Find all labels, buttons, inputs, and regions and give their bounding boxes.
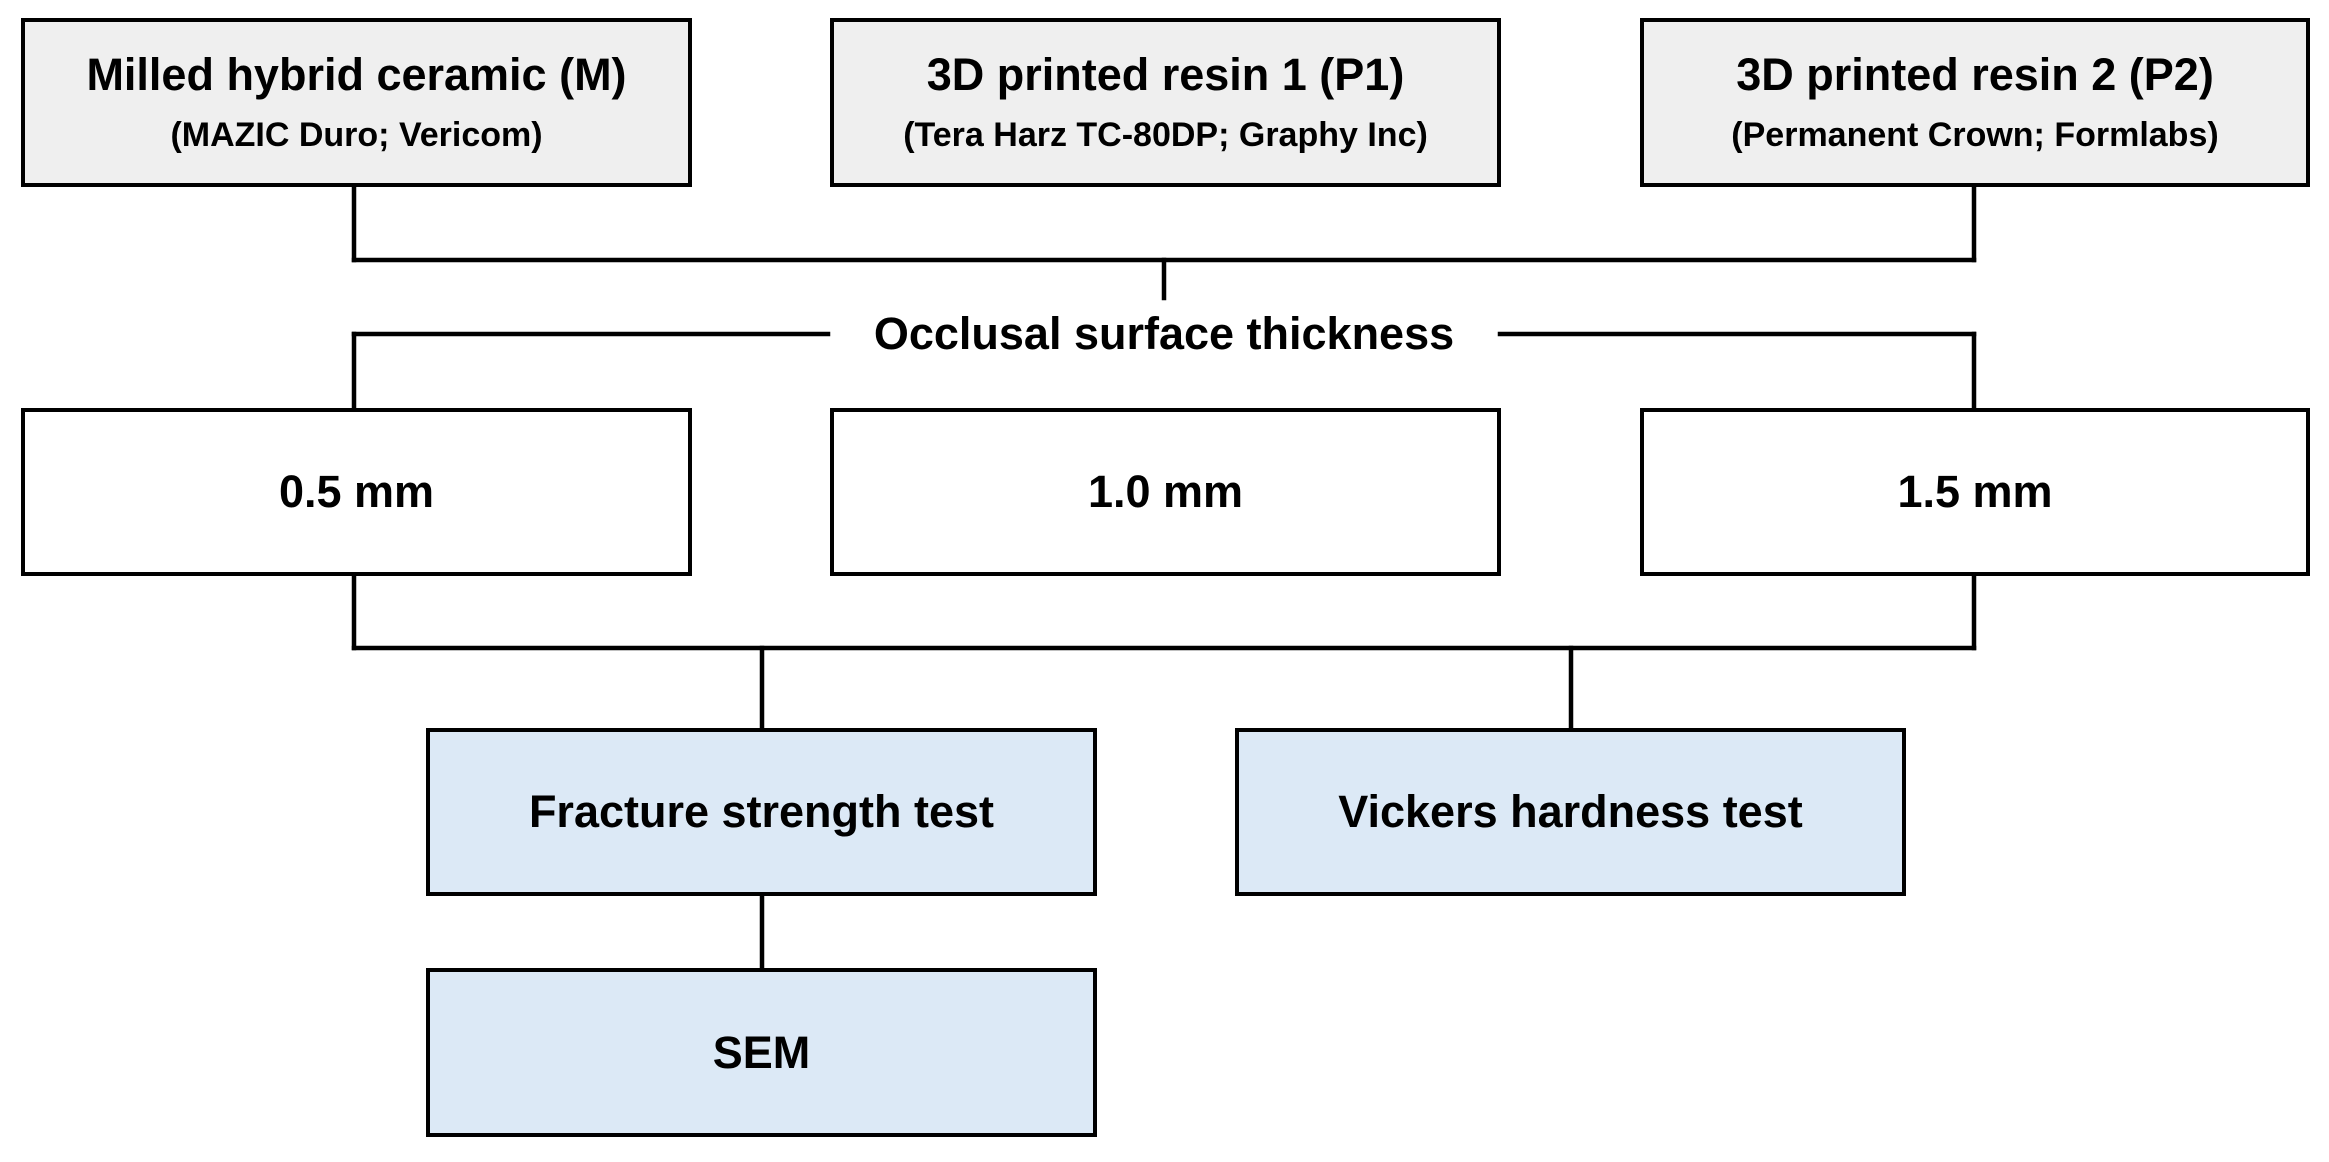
- material-p2-title: 3D printed resin 2 (P2): [1736, 49, 2214, 101]
- material-m-title: Milled hybrid ceramic (M): [86, 49, 627, 101]
- material-p1-subtitle: (Tera Harz TC-80DP; Graphy Inc): [903, 116, 1428, 155]
- sem-box: SEM: [426, 968, 1097, 1137]
- fracture-strength-test-box: Fracture strength test: [426, 728, 1097, 896]
- thickness-box-1-0mm: 1.0 mm: [830, 408, 1501, 576]
- material-box-p2: 3D printed resin 2 (P2) (Permanent Crown…: [1640, 18, 2310, 187]
- material-box-m: Milled hybrid ceramic (M) (MAZIC Duro; V…: [21, 18, 692, 187]
- material-p2-subtitle: (Permanent Crown; Formlabs): [1731, 116, 2219, 155]
- thickness-1-5mm-label: 1.5 mm: [1897, 466, 2053, 517]
- thickness-section-label: Occlusal surface thickness: [832, 311, 1496, 357]
- thickness-1-0mm-label: 1.0 mm: [1087, 466, 1244, 517]
- material-m-subtitle: (MAZIC Duro; Vericom): [170, 116, 543, 155]
- vickers-hardness-test-label: Vickers hardness test: [1338, 786, 1803, 837]
- thickness-box-1-5mm: 1.5 mm: [1640, 408, 2310, 576]
- vickers-hardness-test-box: Vickers hardness test: [1235, 728, 1906, 896]
- material-box-p1: 3D printed resin 1 (P1) (Tera Harz TC-80…: [830, 18, 1501, 187]
- thickness-0-5mm-label: 0.5 mm: [278, 466, 435, 517]
- sem-label: SEM: [712, 1026, 811, 1078]
- material-p1-title: 3D printed resin 1 (P1): [926, 49, 1405, 101]
- thickness-box-0-5mm: 0.5 mm: [21, 408, 692, 576]
- fracture-strength-test-label: Fracture strength test: [528, 786, 995, 837]
